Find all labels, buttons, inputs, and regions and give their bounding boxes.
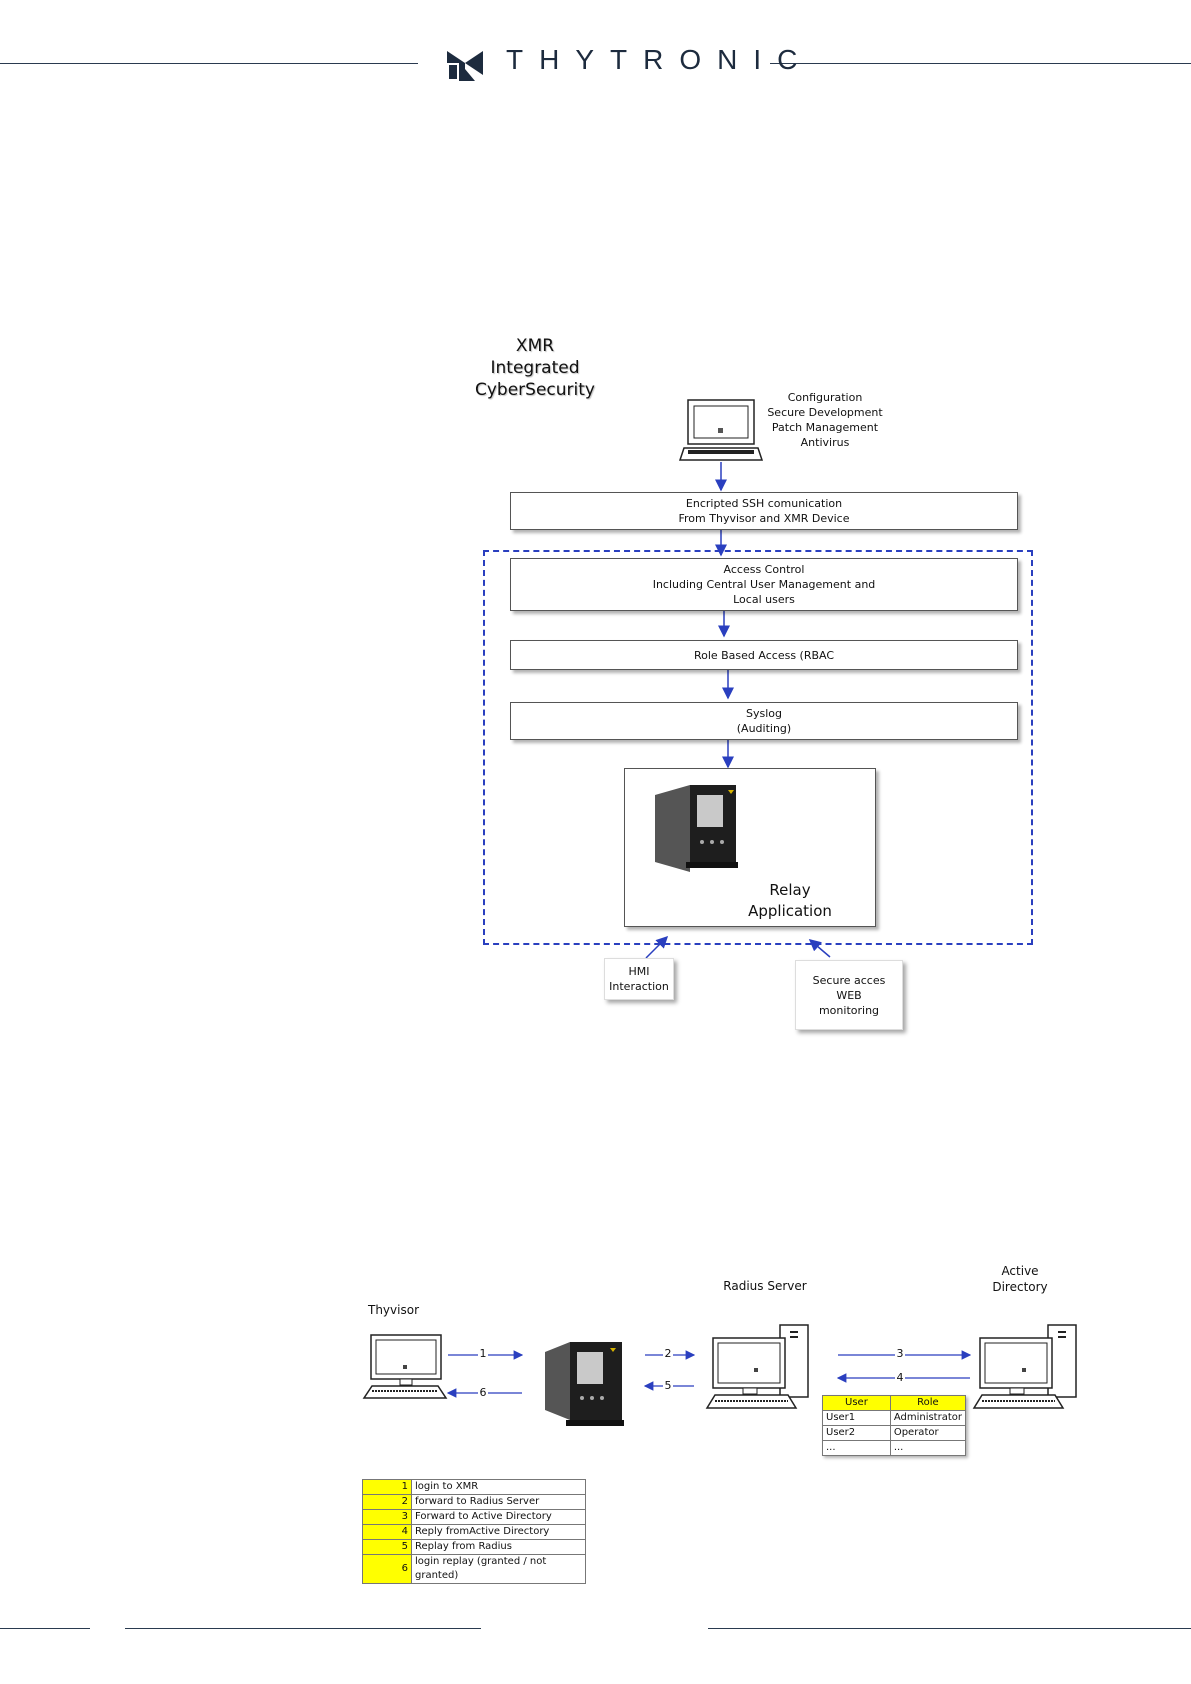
- label-line: Active: [1001, 1264, 1039, 1278]
- arrow-number-2: 2: [663, 1346, 673, 1361]
- step-number: 3: [362, 1509, 412, 1525]
- note-line: monitoring: [818, 1003, 880, 1017]
- step-number: 1: [362, 1479, 412, 1495]
- label-active-directory: Active Directory: [975, 1263, 1065, 1295]
- security-boundary: [483, 550, 1033, 945]
- box-line: Including Central User Management and: [652, 578, 876, 591]
- step-text: Forward to Active Directory: [411, 1509, 586, 1525]
- arrow-number-1: 1: [478, 1346, 488, 1361]
- table-header-role: Role: [889, 1395, 967, 1411]
- box-line: Local users: [733, 593, 795, 606]
- table-cell: ...: [889, 1440, 967, 1456]
- diagram-title: XMR Integrated CyberSecurity: [460, 335, 610, 401]
- title-line: CyberSecurity: [475, 380, 595, 400]
- note-line: Secure Development: [767, 406, 883, 419]
- table-row: ... ...: [822, 1440, 967, 1456]
- brand-name: THYTRONIC: [506, 44, 814, 75]
- table-cell: ...: [822, 1440, 891, 1456]
- caption-line: Relay: [769, 881, 811, 899]
- header-rule-right: [770, 63, 1191, 64]
- title-line: Integrated: [490, 358, 580, 378]
- footer-rule-2: [125, 1628, 481, 1629]
- arrow-web: [808, 939, 831, 958]
- caption-line: Application: [748, 902, 832, 920]
- thytronic-logo-icon: [447, 45, 483, 81]
- label-thyvisor: Thyvisor: [368, 1303, 419, 1317]
- step-number: 4: [362, 1524, 412, 1540]
- note-line: Secure acces: [812, 973, 886, 987]
- note-line: Interaction: [609, 980, 669, 993]
- thyvisor-computer-icon: [362, 1334, 448, 1399]
- title-line: XMR: [515, 336, 555, 356]
- arrow-number-3: 3: [895, 1346, 905, 1361]
- access-control-box: Access Control Including Central User Ma…: [510, 558, 1018, 611]
- step-text: login to XMR: [411, 1479, 586, 1495]
- arrow-hmi: [645, 935, 669, 959]
- note-line: HMI: [628, 965, 650, 978]
- step-number: 5: [362, 1539, 412, 1555]
- relay-application-box: [624, 768, 876, 927]
- note-line: WEB: [836, 988, 862, 1002]
- box-line: From Thyvisor and XMR Device: [678, 512, 850, 525]
- footer-rule-3: [708, 1628, 1191, 1629]
- step-text: forward to Radius Server: [411, 1494, 586, 1510]
- step-number: 6: [362, 1554, 412, 1584]
- table-row: User1 Administrator: [822, 1410, 967, 1426]
- box-line: Role Based Access (RBAC: [693, 648, 835, 662]
- web-note: Secure acces WEB monitoring: [795, 960, 903, 1030]
- laptop-icon: [678, 399, 764, 461]
- step-text: Reply fromActive Directory: [411, 1524, 586, 1540]
- table-cell: User2: [822, 1425, 891, 1441]
- box-line: Access Control: [723, 563, 805, 576]
- footer-rule-1: [0, 1628, 90, 1629]
- header-rule-left: [0, 63, 418, 64]
- arrow-number-4: 4: [895, 1370, 905, 1385]
- relay-caption: Relay Application: [740, 880, 840, 922]
- note-line: Antivirus: [800, 436, 850, 449]
- note-line: Configuration: [787, 391, 863, 404]
- syslog-box: Syslog (Auditing): [510, 702, 1018, 740]
- label-line: Directory: [992, 1280, 1048, 1294]
- hmi-note: HMI Interaction: [604, 958, 674, 1000]
- table-cell: User1: [822, 1410, 891, 1426]
- arrow-number-6: 6: [478, 1385, 488, 1400]
- table-cell: Operator: [889, 1425, 967, 1441]
- relay-device-icon: [655, 785, 738, 872]
- box-line: (Auditing): [736, 722, 792, 735]
- table-header-user: User: [822, 1395, 891, 1411]
- user-role-table: User Role User1 Administrator User2 Oper…: [822, 1395, 967, 1456]
- ssh-box: Encripted SSH comunication From Thyvisor…: [510, 492, 1018, 530]
- laptop-notes: Configuration Secure Development Patch M…: [765, 390, 885, 450]
- radius-server-icon: [705, 1324, 809, 1409]
- box-line: Encripted SSH comunication: [685, 497, 843, 510]
- box-line: Syslog: [746, 707, 782, 720]
- step-text: Replay from Radius: [411, 1539, 586, 1555]
- rbac-box: Role Based Access (RBAC: [510, 640, 1018, 670]
- step-number: 2: [362, 1494, 412, 1510]
- arrow-number-5: 5: [663, 1378, 673, 1393]
- table-row: User2 Operator: [822, 1425, 967, 1441]
- label-radius-server: Radius Server: [723, 1279, 807, 1293]
- table-cell: Administrator: [889, 1410, 967, 1426]
- note-line: Patch Management: [771, 421, 879, 434]
- xmr-device-icon: [545, 1342, 624, 1426]
- active-directory-icon: [972, 1324, 1077, 1409]
- step-text: login replay (granted / not granted): [411, 1554, 586, 1584]
